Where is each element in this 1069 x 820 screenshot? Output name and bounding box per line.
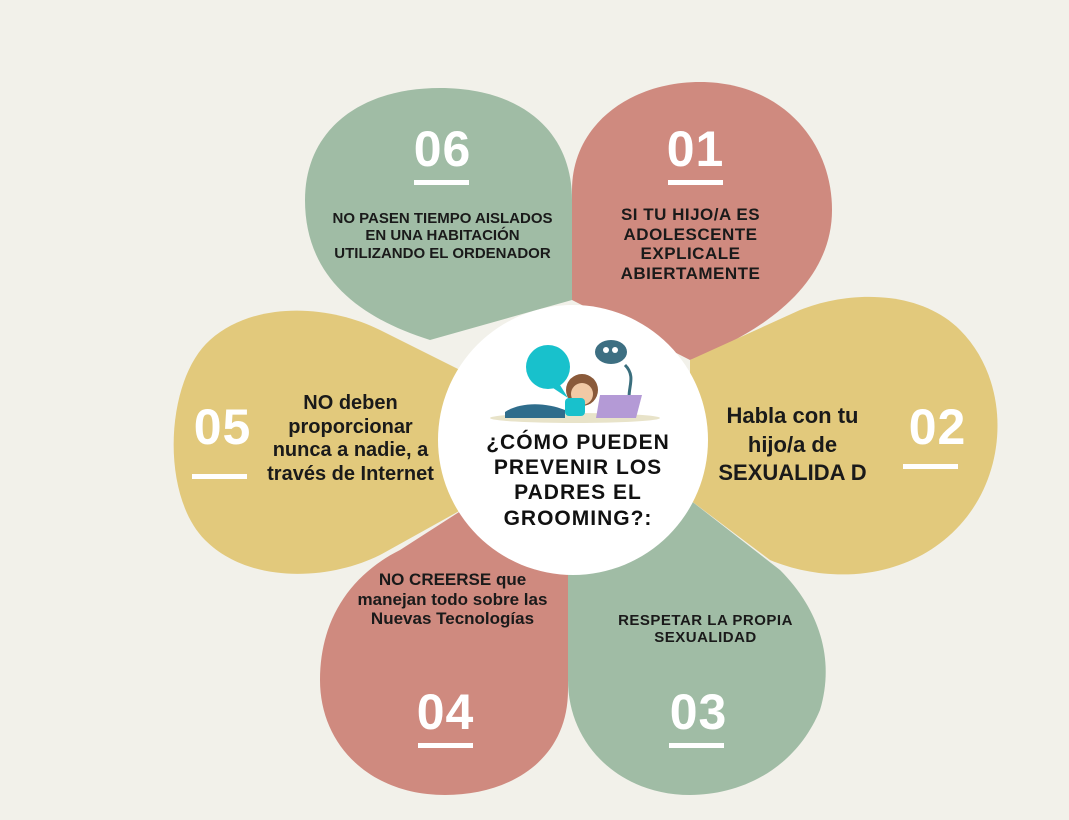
petal-03-number: 03 [669, 684, 728, 740]
petal-03-shape [568, 500, 826, 795]
petal-01-shape [572, 82, 832, 360]
petal-04-shape [320, 505, 568, 795]
center-title: ¿CÓMO PUEDEN PREVENIR LOS PADRES EL GROO… [486, 431, 670, 530]
petal-06-text: NO PASEN TIEMPO AISLADOS EN UNA HABITACI… [332, 210, 553, 262]
petal-05-number: 05 [193, 399, 252, 455]
girl-with-laptop-icon [490, 374, 660, 423]
petal-05-underline [192, 474, 247, 479]
petal-02-number: 02 [908, 399, 967, 455]
petal-01-underline [668, 180, 723, 185]
petal-04-text: NO CREERSE que manejan todo sobre las Nu… [357, 570, 548, 629]
petal-05-shape [173, 310, 470, 574]
center-circle [438, 305, 708, 575]
petal-02-text: Habla con tu hijo/a de SEXUALIDA D [718, 403, 867, 486]
petal-06-underline [414, 180, 469, 185]
petal-01-number: 01 [666, 121, 725, 177]
petal-04-number: 04 [416, 684, 475, 740]
petal-03-text: RESPETAR LA PROPIA SEXUALIDAD [618, 612, 793, 647]
petal-02-underline [903, 464, 958, 469]
petal-06-shape [305, 88, 572, 340]
petal-01-text: SI TU HIJO/A ES ADOLESCENTE EXPLICALE AB… [620, 205, 761, 283]
petal-03-underline [669, 743, 724, 748]
petal-02-shape [690, 296, 998, 575]
speech-bubble-icon [526, 345, 570, 398]
virus-monster-icon [595, 340, 637, 412]
petal-05-text: NO deben proporcionar nunca a nadie, a t… [267, 392, 434, 485]
petal-06-number: 06 [413, 121, 472, 177]
petal-04-underline [418, 743, 473, 748]
